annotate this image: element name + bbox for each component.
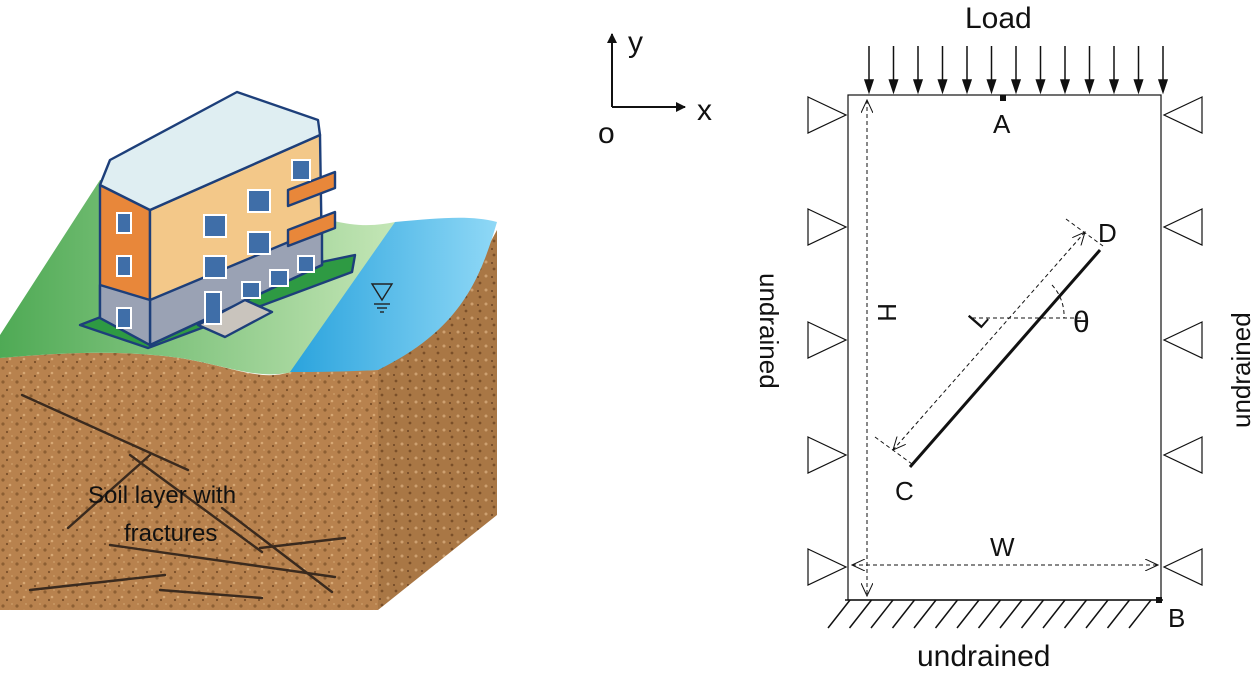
roller-support-left xyxy=(807,436,848,474)
x-axis-label: x xyxy=(697,94,712,127)
hatch-stroke xyxy=(1106,599,1131,629)
load-arrow-head xyxy=(1108,79,1120,95)
hatch-stroke xyxy=(1042,599,1066,629)
building-windows xyxy=(116,159,315,329)
hatch-stroke xyxy=(999,599,1023,629)
roller-support-left xyxy=(807,208,848,246)
width-label: W xyxy=(990,532,1015,562)
hatch-stroke xyxy=(848,599,873,629)
hatch-stroke xyxy=(1085,599,1109,629)
load-arrow-head xyxy=(1157,79,1169,95)
hatch-stroke xyxy=(977,599,1002,629)
domain-boundary xyxy=(847,94,1162,601)
load-arrow-head xyxy=(888,79,899,95)
right-roller-supports xyxy=(1162,96,1203,586)
roller-support-right xyxy=(1162,96,1203,134)
left-boundary-label: undrained xyxy=(754,273,784,389)
soil-label-line2: fractures xyxy=(124,520,217,547)
hatch-stroke xyxy=(891,599,916,629)
hatch-stroke xyxy=(870,599,894,629)
load-arrow-head xyxy=(961,79,973,95)
coordinate-axes: y x o xyxy=(598,26,712,150)
roller-support-left xyxy=(807,96,848,134)
origin-label: o xyxy=(598,117,615,150)
hatch-stroke xyxy=(934,599,959,629)
angle-arc xyxy=(1051,284,1065,319)
roller-support-right xyxy=(1162,548,1203,586)
load-arrow-head xyxy=(986,79,997,95)
water-table-icon xyxy=(370,283,394,313)
hatch-stroke xyxy=(1128,599,1152,629)
point-a-label: A xyxy=(993,109,1011,139)
point-d-label: D xyxy=(1098,218,1117,248)
left-roller-supports xyxy=(807,96,848,586)
roller-support-right xyxy=(1162,208,1203,246)
length-label: L xyxy=(962,303,994,334)
length-extension-c xyxy=(874,436,913,465)
river xyxy=(290,217,497,372)
soil-fractures xyxy=(20,393,347,600)
load-arrow-head xyxy=(863,79,875,95)
hatch-stroke xyxy=(1020,599,1045,629)
y-axis-label: y xyxy=(628,26,643,59)
roller-support-left xyxy=(807,321,848,359)
load-arrow-head xyxy=(1133,79,1144,95)
load-arrow-head xyxy=(1010,79,1022,95)
load-label: Load xyxy=(965,2,1032,35)
fracture-line xyxy=(908,249,1102,468)
point-b-label: B xyxy=(1168,603,1185,633)
hatch-stroke xyxy=(1063,599,1088,629)
roller-support-right xyxy=(1162,321,1203,359)
roller-support-left xyxy=(807,548,848,586)
angle-label: θ xyxy=(1073,306,1090,339)
load-arrow-head xyxy=(912,79,924,95)
hatch-stroke xyxy=(913,599,937,629)
hatch-stroke xyxy=(956,599,980,629)
model-domain: Load A B C D L θ H W undrained undrained xyxy=(754,2,1255,673)
site-illustration: Soil layer with fractures xyxy=(0,90,497,610)
hatch-stroke xyxy=(827,599,851,629)
point-a-marker xyxy=(1000,95,1006,101)
right-boundary-label: undrained xyxy=(1226,312,1255,428)
point-c-label: C xyxy=(895,476,914,506)
bottom-boundary-label: undrained xyxy=(917,640,1050,673)
load-arrows xyxy=(863,46,1169,95)
soil-side-face xyxy=(378,230,497,610)
roller-support-right xyxy=(1162,436,1203,474)
load-arrow-head xyxy=(1059,79,1071,95)
fixed-base-hatching xyxy=(827,599,1163,629)
point-b-marker xyxy=(1156,597,1162,603)
height-label: H xyxy=(872,303,902,322)
load-arrow-head xyxy=(1084,79,1095,95)
length-dimension-line xyxy=(893,232,1085,450)
length-extension-d xyxy=(1065,218,1104,247)
load-arrow-head xyxy=(1035,79,1046,95)
soil-label-line1: Soil layer with xyxy=(88,482,236,509)
load-arrow-head xyxy=(937,79,948,95)
